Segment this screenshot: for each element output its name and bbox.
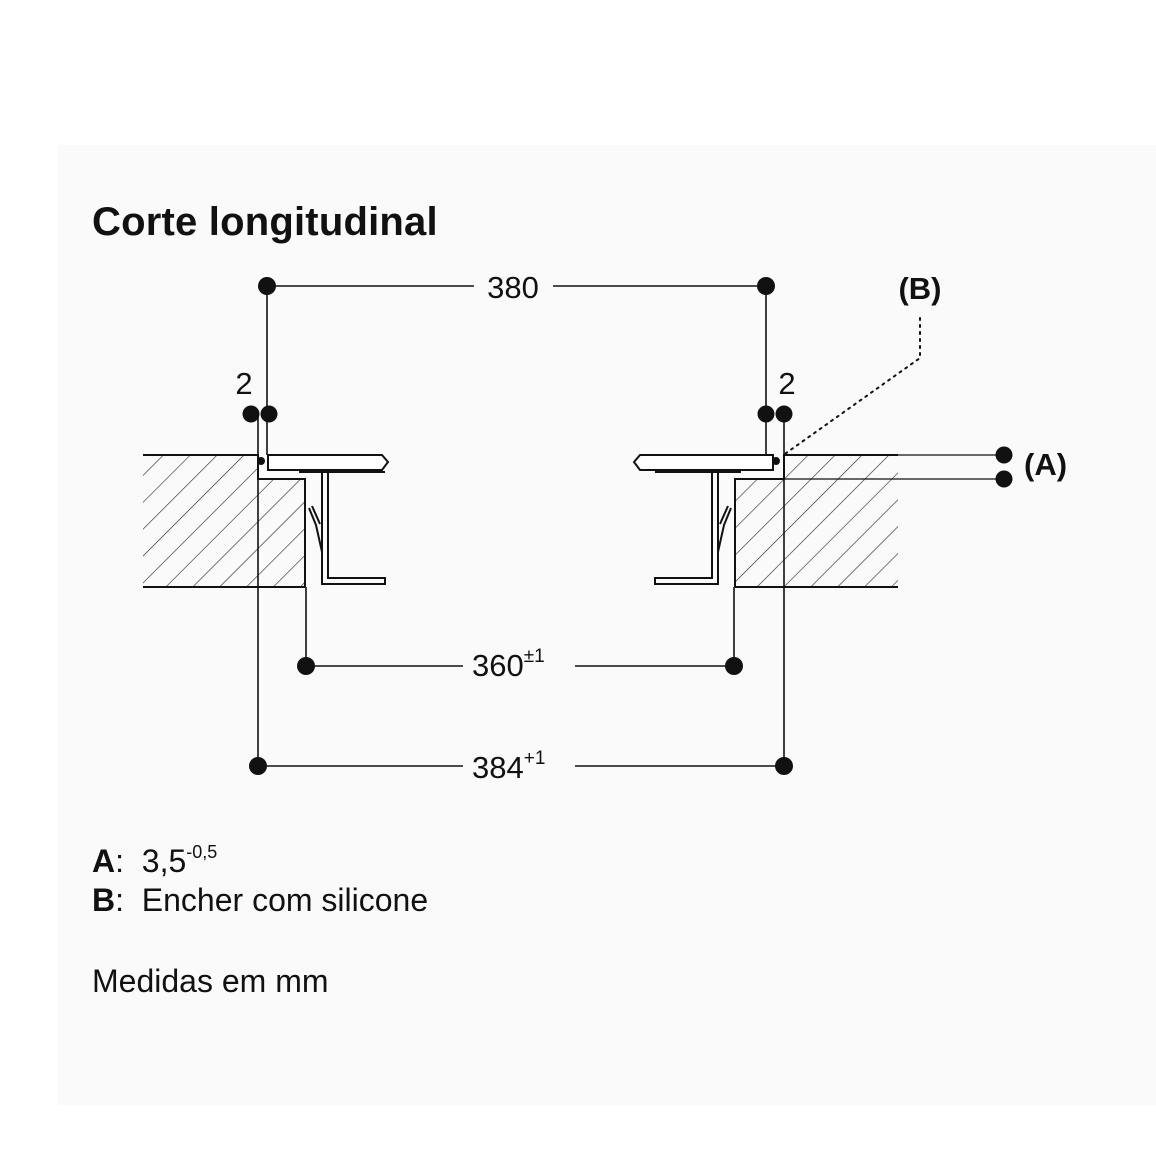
callout-b: (B) bbox=[781, 271, 942, 457]
legend-b-key: B bbox=[92, 882, 116, 918]
worktop-right bbox=[735, 455, 898, 587]
dimension-cutout-label: 360±1 bbox=[472, 646, 545, 683]
dimension-outer-label: 384+1 bbox=[472, 748, 545, 785]
dimension-gap-right: 2 bbox=[757, 366, 796, 766]
legend-b-separator: : bbox=[115, 882, 124, 918]
legend-item-b: B: Encher com silicone bbox=[92, 884, 428, 916]
dimension-cutout-width: 360±1 bbox=[297, 587, 743, 683]
diagram-panel bbox=[58, 145, 1156, 1105]
dimension-outer-tolerance: +1 bbox=[524, 748, 546, 769]
dimension-gap-right-label: 2 bbox=[778, 366, 795, 401]
callout-a-label: (A) bbox=[1024, 447, 1067, 482]
diagram-title: Corte longitudinal bbox=[92, 200, 438, 244]
callout-a: (A) bbox=[784, 446, 1067, 488]
legend-item-a: A: 3,5-0,5 bbox=[92, 843, 217, 877]
units-note: Medidas em mm bbox=[92, 963, 329, 999]
appliance-left bbox=[257, 454, 390, 585]
dimension-top-width: 380 bbox=[258, 270, 775, 455]
legend-b-value: Encher com silicone bbox=[141, 882, 429, 918]
callout-b-label: (B) bbox=[898, 271, 941, 306]
legend-a-key: A bbox=[92, 843, 116, 879]
dimension-top-label: 380 bbox=[487, 270, 539, 305]
legend-a-value: 3,5 bbox=[141, 843, 187, 879]
dimension-gap-left: 2 bbox=[235, 366, 278, 766]
dimension-outer-value: 384 bbox=[472, 750, 524, 785]
dimension-outer-width: 384+1 bbox=[249, 748, 793, 785]
legend-a-separator: : bbox=[115, 843, 124, 879]
appliance-right bbox=[632, 454, 780, 585]
dimension-cutout-tolerance: ±1 bbox=[524, 646, 545, 667]
worktop-left bbox=[143, 455, 305, 587]
legend-a-tolerance: -0,5 bbox=[186, 842, 218, 862]
dimension-gap-left-label: 2 bbox=[235, 366, 252, 401]
dimension-cutout-value: 360 bbox=[472, 648, 524, 683]
